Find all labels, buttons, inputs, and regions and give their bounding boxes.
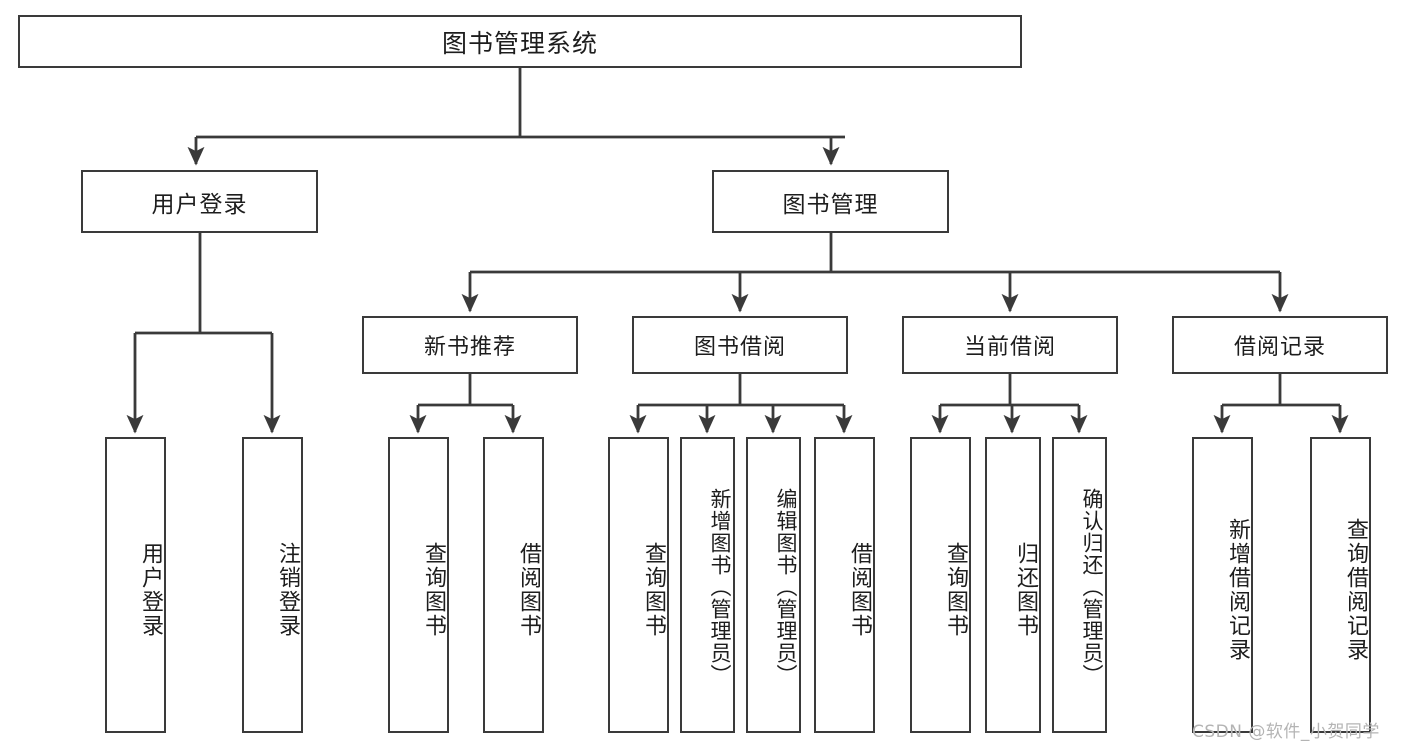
node-leaf-edit-book-admin[interactable]: 编辑图书（管理员） [746, 437, 801, 733]
node-leaf-query-book-borrow[interactable]: 查询图书 [608, 437, 669, 733]
node-leaf-confirm-return-admin[interactable]: 确认归还（管理员） [1052, 437, 1107, 733]
node-current-borrow[interactable]: 当前借阅 [902, 316, 1118, 374]
node-leaf-logout[interactable]: 注销登录 [242, 437, 303, 733]
node-leaf-add-borrow-record[interactable]: 新增借阅记录 [1192, 437, 1253, 733]
node-root-library-system[interactable]: 图书管理系统 [18, 15, 1022, 68]
node-leaf-query-borrow-record[interactable]: 查询借阅记录 [1310, 437, 1371, 733]
node-borrow-record[interactable]: 借阅记录 [1172, 316, 1388, 374]
node-leaf-borrow-book-recommend[interactable]: 借阅图书 [483, 437, 544, 733]
node-book-borrow[interactable]: 图书借阅 [632, 316, 848, 374]
node-user-login[interactable]: 用户登录 [81, 170, 318, 233]
node-leaf-borrow-book-borrow[interactable]: 借阅图书 [814, 437, 875, 733]
node-leaf-query-book-recommend[interactable]: 查询图书 [388, 437, 449, 733]
node-book-management[interactable]: 图书管理 [712, 170, 949, 233]
node-leaf-add-book-admin[interactable]: 新增图书（管理员） [680, 437, 735, 733]
node-leaf-user-login[interactable]: 用户登录 [105, 437, 166, 733]
node-leaf-query-book-current[interactable]: 查询图书 [910, 437, 971, 733]
node-new-book-recommend[interactable]: 新书推荐 [362, 316, 578, 374]
node-leaf-return-book[interactable]: 归还图书 [985, 437, 1041, 733]
csdn-watermark: CSDN @软件_小贺同学 [1192, 722, 1380, 742]
